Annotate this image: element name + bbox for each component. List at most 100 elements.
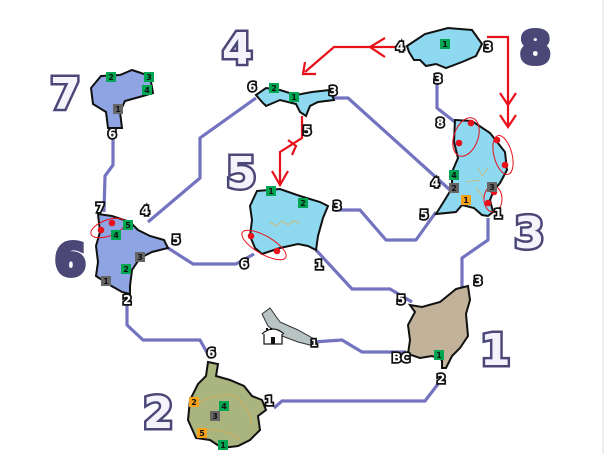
exit-label-6-2[interactable]: 2 [121, 291, 133, 309]
green-marker[interactable]: 4 [219, 401, 229, 411]
path-5-1 [314, 248, 413, 304]
path-5-3 [335, 208, 438, 242]
red-circle [452, 117, 480, 157]
grey-marker-box [449, 183, 459, 193]
green-marker-box [219, 401, 229, 411]
path-3-1 [460, 218, 490, 288]
grey-marker[interactable]: 3 [135, 252, 145, 262]
green-marker[interactable]: 2 [121, 264, 131, 274]
exit-label-3-4[interactable]: 4 [429, 174, 441, 192]
green-marker[interactable]: 5 [123, 220, 133, 230]
exit-label-1-3[interactable]: 3 [472, 272, 484, 290]
grey-marker[interactable]: 2 [449, 183, 459, 193]
exit-label-7-6[interactable]: 6 [106, 125, 118, 143]
grey-marker-box [135, 252, 145, 262]
green-marker[interactable]: 2 [298, 198, 308, 208]
base-camp-exit-label: 1 [311, 339, 317, 349]
marker-number: 3 [137, 253, 143, 262]
exit-label-6-7[interactable]: 7 [94, 199, 106, 217]
green-marker[interactable]: 4 [449, 170, 459, 180]
exit-label-8-4[interactable]: 4 [394, 38, 406, 56]
green-marker[interactable]: 1 [440, 39, 450, 49]
marker-number: 3 [489, 183, 495, 192]
exit-label-2-6[interactable]: 6 [205, 344, 217, 362]
path-1-2 [272, 383, 440, 410]
arrowhead-down-icon [499, 92, 517, 107]
green-marker[interactable]: 2 [106, 72, 116, 82]
exit-label-4-3[interactable]: 3 [327, 82, 339, 100]
exit-label-3-1[interactable]: 1 [492, 205, 504, 223]
grey-marker[interactable]: 1 [101, 276, 111, 286]
marker-number: 5 [125, 221, 131, 230]
marker-number: 2 [451, 184, 457, 193]
green-marker[interactable]: 4 [142, 85, 152, 95]
marker-number: 1 [268, 187, 274, 196]
orange-marker[interactable]: 5 [197, 428, 207, 438]
green-marker-box [289, 92, 299, 102]
exit-label-6-4[interactable]: 4 [139, 202, 151, 220]
exit-label-4-5[interactable]: 5 [301, 122, 313, 140]
house-icon[interactable] [261, 328, 285, 345]
green-marker[interactable]: 1 [266, 186, 276, 196]
zone-label-1: 1 [480, 325, 511, 376]
green-marker[interactable]: 4 [111, 230, 121, 240]
green-marker-box [266, 186, 276, 196]
exit-label-5-3[interactable]: 3 [331, 197, 343, 215]
marker-number: 2 [191, 398, 197, 407]
marker-number: 4 [144, 86, 150, 95]
exit-label-1-BC[interactable]: BC [390, 349, 412, 367]
green-marker-box [121, 264, 131, 274]
path-network [102, 84, 490, 410]
orange-marker-box [197, 428, 207, 438]
marker-number: 2 [271, 84, 277, 93]
zone-label-5: 5 [226, 148, 257, 199]
exit-label-5-6[interactable]: 6 [238, 255, 250, 273]
path-8-3 [435, 84, 456, 124]
exit-label-4-6[interactable]: 6 [246, 78, 258, 96]
green-marker-box [298, 198, 308, 208]
red-dot [467, 119, 475, 127]
zone-3-contour [465, 167, 489, 199]
path-7-6 [102, 138, 115, 213]
marker-number: 4 [451, 171, 457, 180]
zone-label-7: 7 [50, 69, 81, 120]
orange-marker-box [189, 397, 199, 407]
path-6-2 [125, 305, 212, 359]
exit-label-3-5[interactable]: 5 [418, 206, 430, 224]
marker-number: 4 [113, 231, 119, 240]
zone-label-2: 2 [143, 388, 174, 439]
exit-label-6-5[interactable]: 5 [170, 231, 182, 249]
marker-number: 1 [103, 277, 109, 286]
marker-number: 5 [199, 429, 205, 438]
red-arrow-4-to-5 [278, 116, 304, 185]
exit-label-3-8[interactable]: 8 [434, 114, 446, 132]
red-dot [108, 219, 116, 227]
orange-marker[interactable]: 1 [461, 195, 471, 205]
arrowhead-down-icon [271, 170, 289, 188]
exit-label-8-3[interactable]: 3 [482, 38, 494, 56]
marker-number: 2 [300, 199, 306, 208]
green-marker[interactable]: 1 [218, 440, 228, 450]
marker-number: 1 [463, 196, 469, 205]
grey-marker[interactable]: 3 [210, 411, 220, 421]
grey-marker[interactable]: 1 [113, 104, 123, 114]
green-marker[interactable]: 1 [434, 350, 444, 360]
red-dot [455, 139, 463, 147]
grey-marker[interactable]: 3 [487, 182, 497, 192]
red-dot [247, 232, 255, 240]
zone-label-3: 3 [514, 208, 545, 259]
orange-marker[interactable]: 2 [189, 397, 199, 407]
marker-number: 2 [123, 265, 129, 274]
exit-label-1-5[interactable]: 5 [395, 291, 407, 309]
red-arrow-8-to-4 [304, 45, 405, 73]
exit-label-1-2[interactable]: 2 [435, 370, 447, 388]
green-marker[interactable]: 1 [289, 92, 299, 102]
exit-label-2-1[interactable]: 1 [263, 392, 275, 410]
green-marker-box [449, 170, 459, 180]
exit-label-8-3[interactable]: 3 [432, 70, 444, 88]
red-dot [97, 226, 105, 234]
green-marker[interactable]: 2 [269, 83, 279, 93]
green-marker[interactable]: 3 [144, 72, 154, 82]
red-dot [493, 136, 501, 144]
exit-label-5-1[interactable]: 1 [313, 256, 325, 274]
